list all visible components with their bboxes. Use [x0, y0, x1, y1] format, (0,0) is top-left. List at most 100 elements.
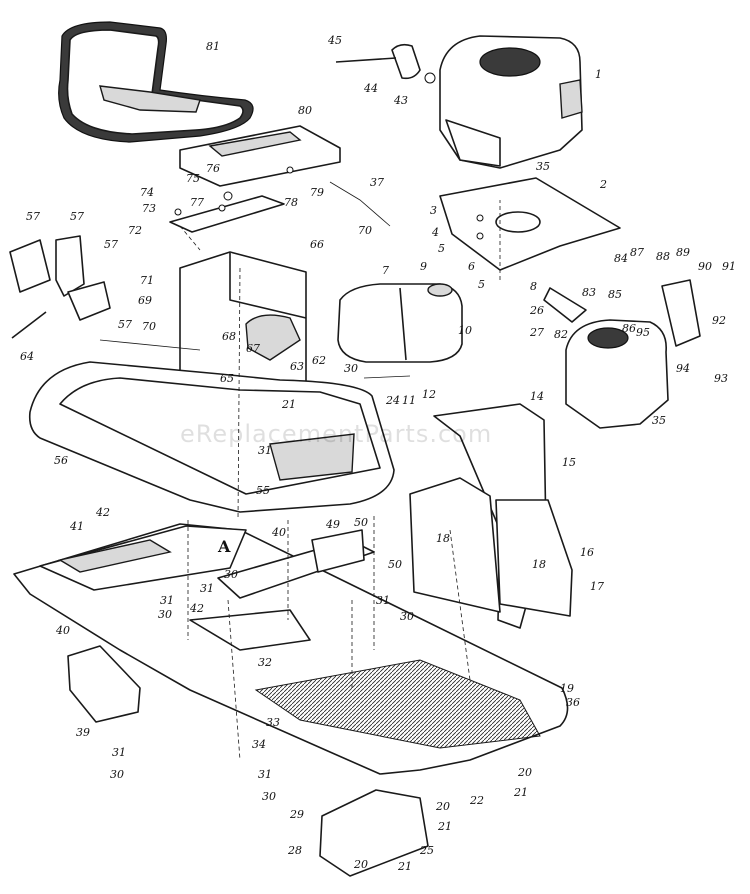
callout-41: 41 — [69, 520, 84, 533]
callout-74: 74 — [140, 186, 154, 199]
rear-fender — [409, 403, 573, 629]
callout-50: 50 — [388, 558, 402, 571]
callout-35: 35 — [536, 160, 550, 173]
callout-15: 15 — [562, 456, 576, 469]
leader-lines — [99, 181, 501, 761]
callout-21: 21 — [281, 398, 296, 411]
callout-31: 31 — [376, 594, 390, 607]
callout-43: 43 — [393, 94, 408, 107]
front-shield — [67, 645, 429, 877]
callout-31: 31 — [112, 746, 126, 759]
callout-9: 9 — [420, 260, 427, 273]
callout-30: 30 — [110, 768, 124, 781]
callout-73: 73 — [142, 202, 156, 215]
callout-21: 21 — [397, 860, 412, 873]
callout-93: 93 — [714, 372, 728, 385]
callout-36: 36 — [566, 696, 580, 709]
callout-68: 68 — [222, 330, 236, 343]
callout-67: 67 — [246, 342, 260, 355]
callout-75: 75 — [186, 172, 200, 185]
callout-32: 32 — [258, 656, 272, 669]
control-brackets — [9, 235, 111, 339]
callout-62: 62 — [312, 354, 326, 367]
callout-labels: 1 2 3 4 5 5 6 7 8 9 10 11 12 14 15 16 17… — [20, 34, 736, 873]
engine-lower — [543, 279, 701, 429]
callout-81: 81 — [206, 40, 220, 53]
callout-20: 20 — [435, 800, 450, 813]
callout-95: 95 — [636, 326, 650, 339]
callout-72: 72 — [128, 224, 142, 237]
callout-30: 30 — [158, 608, 172, 621]
callout-5: 5 — [438, 242, 445, 255]
callout-21: 21 — [437, 820, 452, 833]
callout-39: 39 — [76, 726, 90, 739]
callout-33: 33 — [266, 716, 280, 729]
callout-31: 31 — [258, 768, 272, 781]
callout-90: 90 — [698, 260, 712, 273]
callout-83: 83 — [582, 286, 596, 299]
callout-57: 57 — [118, 318, 132, 331]
callout-26: 26 — [529, 304, 544, 317]
callout-70: 70 — [142, 320, 156, 333]
callout-21: 21 — [513, 786, 528, 799]
callout-30: 30 — [400, 610, 414, 623]
callout-14: 14 — [530, 390, 544, 403]
callout-31: 31 — [258, 444, 272, 457]
callout-18: 18 — [436, 532, 450, 545]
callout-31: 31 — [200, 582, 214, 595]
callout-76: 76 — [206, 162, 220, 175]
callout-56: 56 — [54, 454, 68, 467]
callout-20: 20 — [353, 858, 368, 871]
callout-92: 92 — [712, 314, 726, 327]
callout-31: 31 — [160, 594, 174, 607]
chassis-frame — [13, 523, 569, 775]
watermark-text: eReplacementParts.com — [180, 420, 492, 448]
callout-42: 42 — [189, 602, 204, 615]
callout-57: 57 — [70, 210, 84, 223]
callout-17: 17 — [590, 580, 604, 593]
callout-65: 65 — [220, 372, 234, 385]
dash-console — [179, 251, 307, 421]
callout-40: 40 — [271, 526, 286, 539]
callout-42: 42 — [95, 506, 110, 519]
callout-5: 5 — [478, 278, 485, 291]
fuel-tank — [337, 283, 463, 363]
seat-mounting-plate — [169, 125, 341, 233]
callout-10: 10 — [458, 324, 472, 337]
callout-28: 28 — [287, 844, 302, 857]
callout-69: 69 — [138, 294, 152, 307]
callout-87: 87 — [630, 246, 644, 259]
callout-79: 79 — [310, 186, 324, 199]
seat — [58, 21, 254, 143]
callout-71: 71 — [140, 274, 154, 287]
callout-57: 57 — [104, 238, 118, 251]
callout-55: 55 — [256, 484, 270, 497]
callout-66: 66 — [310, 238, 324, 251]
callout-24: 24 — [385, 394, 400, 407]
callout-64: 64 — [20, 350, 34, 363]
callout-91: 91 — [722, 260, 736, 273]
callout-35: 35 — [652, 414, 666, 427]
callout-37: 37 — [370, 176, 384, 189]
callout-20: 20 — [517, 766, 532, 779]
callout-8: 8 — [530, 280, 537, 293]
callout-85: 85 — [608, 288, 622, 301]
callout-27: 27 — [529, 326, 544, 339]
callout-22: 22 — [469, 794, 484, 807]
callout-80: 80 — [298, 104, 312, 117]
callout-82: 82 — [554, 328, 568, 341]
callout-A: A — [217, 537, 231, 556]
callout-45: 45 — [327, 34, 342, 47]
engine — [335, 35, 583, 169]
callout-29: 29 — [289, 808, 304, 821]
callout-4: 4 — [431, 226, 439, 239]
callout-12: 12 — [422, 388, 436, 401]
engine-mounting-plate — [439, 177, 621, 271]
callout-49: 49 — [325, 518, 340, 531]
callout-78: 78 — [284, 196, 298, 209]
callout-19: 19 — [560, 682, 574, 695]
callout-30: 30 — [344, 362, 358, 375]
callout-11: 11 — [402, 394, 416, 407]
